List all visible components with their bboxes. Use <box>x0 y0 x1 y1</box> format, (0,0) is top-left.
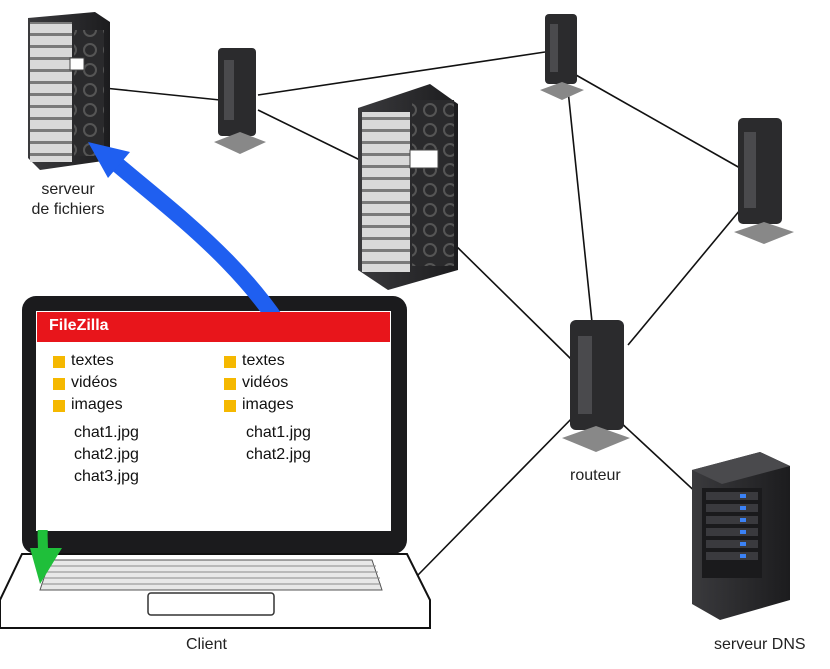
link-node1-bigserver <box>257 109 361 161</box>
file-server-icon <box>28 12 110 170</box>
left-file-item[interactable]: chat2.jpg <box>74 446 139 463</box>
folder-icon <box>224 400 236 412</box>
router-label: routeur <box>570 467 621 484</box>
folder-icon <box>224 378 236 390</box>
filezilla-title: FileZilla <box>49 317 109 334</box>
link-fileserver-node1 <box>103 87 221 101</box>
dns-server-label: serveur DNS <box>714 636 806 653</box>
link-bigserver-router <box>449 239 573 361</box>
right-file-item[interactable]: chat1.jpg <box>246 424 311 441</box>
left-file-item[interactable]: chat3.jpg <box>74 468 139 485</box>
folder-icon <box>224 356 236 368</box>
folder-icon <box>53 356 65 368</box>
central-server-icon <box>358 84 458 290</box>
filezilla-window: FileZilla <box>37 312 390 530</box>
link-node1-node2 <box>257 51 546 96</box>
left-file-item[interactable]: chat1.jpg <box>74 424 139 441</box>
dns-server-icon <box>692 452 790 620</box>
folder-icon <box>53 400 65 412</box>
file-server-label: serveur de fichiers <box>18 180 118 220</box>
green-arrowhead-bottom <box>30 548 62 584</box>
link-node2-router <box>567 89 593 323</box>
folder-icon <box>53 378 65 390</box>
network-node-3-icon <box>734 118 794 244</box>
filezilla-titlebar: FileZilla <box>37 312 390 342</box>
blue-arrowhead-top <box>88 142 130 178</box>
network-links <box>103 51 751 576</box>
link-client-router <box>417 411 579 576</box>
right-file-item[interactable]: chat2.jpg <box>246 446 311 463</box>
file-server-label-line2: de fichiers <box>31 201 105 218</box>
file-server-label-line1: serveur <box>41 181 95 198</box>
router-icon <box>562 320 630 452</box>
client-label: Client <box>186 636 227 653</box>
network-node-2-icon <box>540 14 584 100</box>
link-node2-node3 <box>575 74 741 169</box>
link-router-node3 <box>627 197 751 346</box>
network-node-1-icon <box>214 48 266 154</box>
